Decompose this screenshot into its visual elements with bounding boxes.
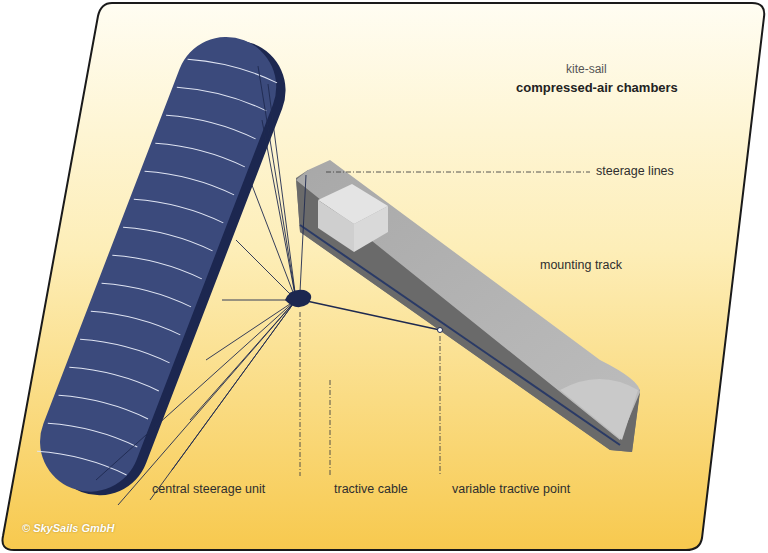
superstructure-front [354, 206, 388, 252]
copyright-watermark: © SkySails GmbH [22, 522, 114, 534]
part-label: kite-sail [566, 62, 607, 76]
part-label: steerage lines [596, 164, 674, 178]
steerage-lines [96, 66, 306, 505]
background-panel [2, 3, 764, 550]
kite-sail [25, 22, 290, 506]
ship-deck [296, 160, 640, 440]
part-label: compressed-air chambers [516, 80, 678, 95]
chamber-lines [37, 49, 277, 484]
part-label: mounting track [540, 258, 622, 272]
part-label: tractive cable [334, 482, 408, 496]
tractive-cable [302, 300, 440, 330]
superstructure-side [318, 200, 354, 252]
part-label: variable tractive point [452, 482, 570, 496]
leader-lines [300, 172, 590, 476]
part-label: central steerage unit [152, 482, 265, 496]
central-steerage-unit [285, 290, 311, 307]
tractive-point [438, 328, 443, 333]
